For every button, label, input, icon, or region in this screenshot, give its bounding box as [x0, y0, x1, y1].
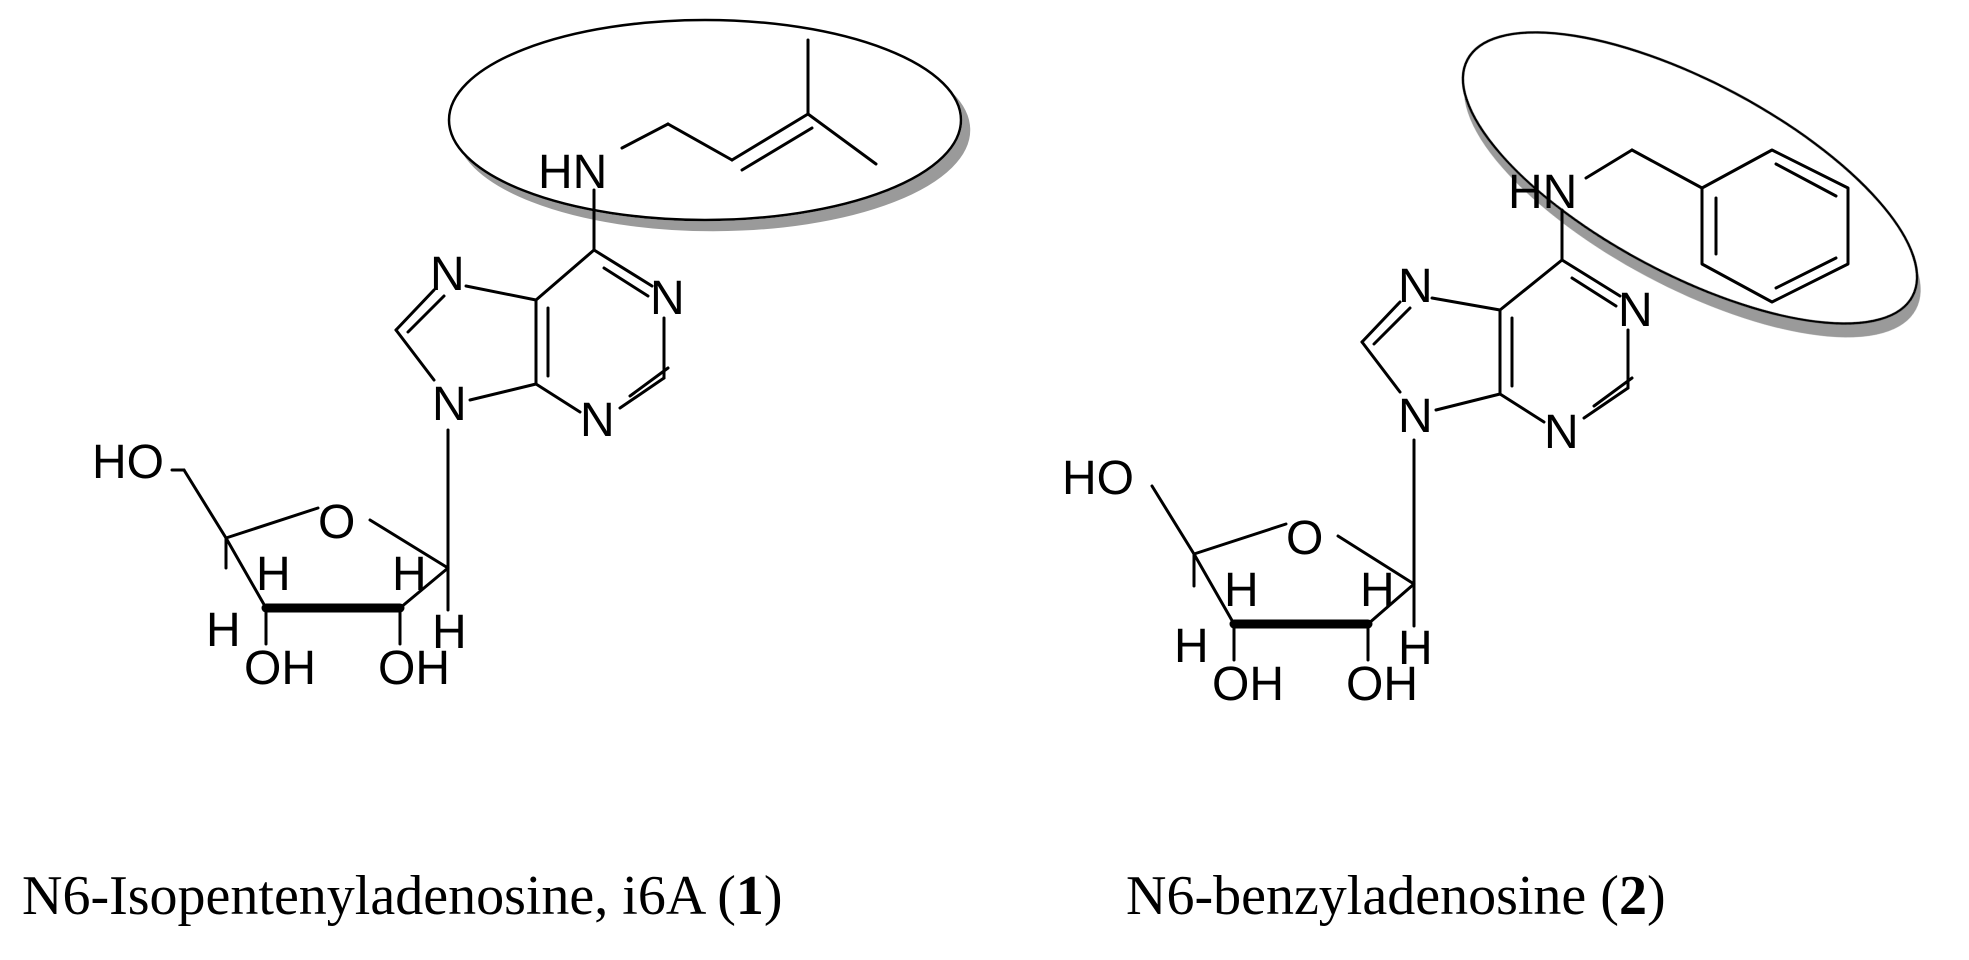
- label-h-1b: H: [392, 548, 427, 601]
- label-n-1a: N: [650, 272, 685, 325]
- label-h-2a: H: [1224, 564, 1259, 617]
- caption-1-number: 1: [735, 865, 764, 927]
- caption-molecule-2: N6-benzyladenosine (2): [1126, 864, 1666, 928]
- label-h-2b: H: [1360, 564, 1395, 617]
- label-oh-1b: OH: [378, 642, 450, 695]
- label-o-2: O: [1286, 512, 1323, 565]
- benzyl-group-2: [1584, 148, 1850, 304]
- label-h-2c: H: [1174, 620, 1209, 673]
- label-h-2d: H: [1398, 622, 1433, 675]
- caption-molecule-1: N6-Isopentenyladenosine, i6A (1): [22, 864, 783, 928]
- label-oh-1a: OH: [244, 642, 316, 695]
- label-n-2d: N: [1398, 390, 1433, 443]
- isopentenyl-chain-1: [620, 38, 878, 172]
- purine-ring-1: [394, 188, 670, 570]
- molecule-1-structure: HN N N N N O HO H H H H OH OH: [92, 18, 963, 695]
- caption-2-close: ): [1646, 865, 1666, 927]
- caption-2-name: N6-benzyladenosine (: [1126, 865, 1619, 927]
- ribose-ring-1: [170, 468, 450, 646]
- label-h-1d: H: [432, 606, 467, 659]
- label-h-1c: H: [206, 604, 241, 657]
- label-hn-1: HN: [538, 146, 607, 199]
- label-n-1b: N: [580, 394, 615, 447]
- highlight-ellipse-2: [1461, 31, 1919, 325]
- label-hn-2: HN: [1508, 166, 1577, 219]
- label-n-1d: N: [432, 378, 467, 431]
- label-ho-2: HO: [1062, 452, 1134, 505]
- ribose-ring-2: [1150, 484, 1416, 662]
- label-n-2b: N: [1544, 406, 1579, 459]
- label-oh-2b: OH: [1346, 658, 1418, 711]
- label-h-1a: H: [256, 548, 291, 601]
- label-n-1c: N: [430, 248, 465, 301]
- label-oh-2a: OH: [1212, 658, 1284, 711]
- molecule-2-structure: HN N N N N O HO H H H H OH OH: [1062, 31, 1919, 711]
- label-n-2c: N: [1398, 260, 1433, 313]
- caption-2-number: 2: [1618, 865, 1647, 927]
- highlight-ellipse-1: [447, 18, 963, 222]
- caption-1-close: ): [763, 865, 783, 927]
- label-o-1: O: [318, 496, 355, 549]
- label-n-2a: N: [1618, 284, 1653, 337]
- purine-ring-2: [1360, 208, 1634, 586]
- caption-1-name: N6-Isopentenyladenosine, i6A (: [22, 865, 736, 927]
- label-ho-1: HO: [92, 436, 164, 489]
